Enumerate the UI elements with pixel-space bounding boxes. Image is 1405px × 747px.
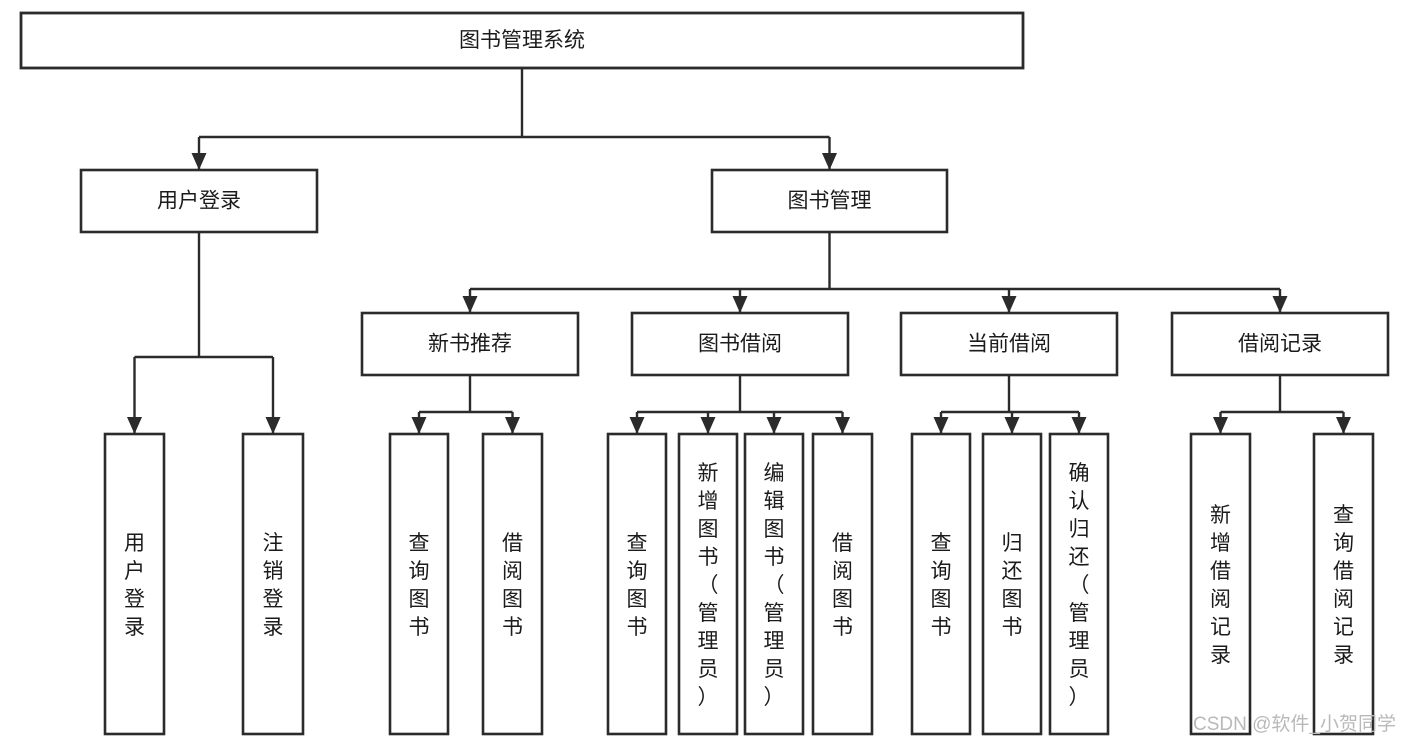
node-label: 用户登录 bbox=[124, 532, 145, 639]
node-leaf-user-logout[interactable]: 注销登录 bbox=[241, 432, 305, 736]
node-label: 新增借阅记录 bbox=[1210, 504, 1231, 667]
node-box[interactable] bbox=[79, 168, 319, 234]
edge-group-user-login bbox=[127, 232, 281, 434]
node-label: 图书借阅 bbox=[698, 333, 782, 356]
edge-group-book-manage bbox=[462, 232, 1288, 313]
edge-group-new-book-recommend bbox=[411, 375, 520, 434]
nodes-layer: 图书管理系统用户登录图书管理新书推荐图书借阅当前借阅借阅记录用户登录注销登录查询… bbox=[19, 11, 1390, 736]
node-label: 借阅图书 bbox=[502, 532, 523, 639]
node-leaf-user-login[interactable]: 用户登录 bbox=[103, 432, 166, 736]
arrow-head-icon bbox=[732, 296, 748, 313]
node-label: 图书管理 bbox=[788, 190, 872, 213]
arrow-head-icon bbox=[700, 417, 716, 434]
arrow-head-icon bbox=[1213, 417, 1228, 434]
node-leaf-borrow-book-1[interactable]: 借阅图书 bbox=[481, 432, 544, 736]
node-box[interactable] bbox=[811, 432, 874, 736]
node-label: 当前借阅 bbox=[967, 333, 1051, 356]
node-box[interactable] bbox=[1048, 432, 1110, 736]
node-box[interactable] bbox=[677, 432, 739, 736]
node-box[interactable] bbox=[241, 432, 305, 736]
node-box[interactable] bbox=[710, 168, 949, 234]
node-label: 注销登录 bbox=[263, 532, 284, 639]
arrow-head-icon bbox=[265, 417, 281, 434]
arrow-head-icon bbox=[933, 417, 949, 434]
node-current-borrow[interactable]: 当前借阅 bbox=[899, 311, 1119, 377]
node-user-login[interactable]: 用户登录 bbox=[79, 168, 319, 234]
arrow-head-icon bbox=[629, 417, 645, 434]
node-leaf-return-book[interactable]: 归还图书 bbox=[981, 432, 1043, 736]
node-box[interactable] bbox=[1312, 432, 1375, 736]
node-leaf-add-book[interactable]: 新增图书（管理员） bbox=[677, 432, 739, 736]
node-leaf-query-book-2[interactable]: 查询图书 bbox=[606, 432, 668, 736]
node-label: 新增图书（管理员） bbox=[698, 462, 719, 709]
node-leaf-query-book-3[interactable]: 查询图书 bbox=[910, 432, 972, 736]
arrow-head-icon bbox=[127, 417, 142, 434]
node-label: 借阅记录 bbox=[1238, 333, 1322, 356]
node-box[interactable] bbox=[899, 311, 1119, 377]
node-box[interactable] bbox=[103, 432, 166, 736]
arrow-head-icon bbox=[822, 153, 837, 170]
node-leaf-edit-book[interactable]: 编辑图书（管理员） bbox=[743, 432, 805, 736]
node-book-borrow[interactable]: 图书借阅 bbox=[630, 311, 850, 377]
node-label: 图书管理系统 bbox=[459, 29, 585, 52]
arrow-head-icon bbox=[191, 153, 207, 170]
node-label: 查询借阅记录 bbox=[1333, 504, 1354, 667]
arrow-head-icon bbox=[462, 296, 478, 313]
node-box[interactable] bbox=[1170, 311, 1390, 377]
node-label: 编辑图书（管理员） bbox=[764, 462, 785, 709]
node-box[interactable] bbox=[606, 432, 668, 736]
arrow-head-icon bbox=[835, 417, 850, 434]
connectors-layer bbox=[127, 68, 1351, 434]
node-box[interactable] bbox=[1189, 432, 1252, 736]
csdn-watermark: CSDN @软件_小贺同学 bbox=[1193, 713, 1396, 735]
node-box[interactable] bbox=[388, 432, 450, 736]
arrow-head-icon bbox=[1272, 296, 1288, 313]
edge-group-book-borrow bbox=[629, 375, 850, 434]
arrow-head-icon bbox=[1004, 417, 1020, 434]
node-leaf-confirm-return[interactable]: 确认归还（管理员） bbox=[1048, 432, 1110, 736]
node-box[interactable] bbox=[19, 11, 1025, 70]
node-borrow-record[interactable]: 借阅记录 bbox=[1170, 311, 1390, 377]
node-new-book-recommend[interactable]: 新书推荐 bbox=[360, 311, 580, 377]
node-box[interactable] bbox=[743, 432, 805, 736]
node-root[interactable]: 图书管理系统 bbox=[19, 11, 1025, 70]
node-leaf-add-borrow-record[interactable]: 新增借阅记录 bbox=[1189, 432, 1252, 736]
edge-group-borrow-record bbox=[1213, 375, 1351, 434]
node-label: 查询图书 bbox=[627, 532, 648, 639]
node-label: 用户登录 bbox=[157, 190, 241, 213]
arrow-head-icon bbox=[766, 417, 782, 434]
node-box[interactable] bbox=[910, 432, 972, 736]
node-box[interactable] bbox=[981, 432, 1043, 736]
node-label: 归还图书 bbox=[1002, 532, 1023, 639]
node-label: 查询图书 bbox=[409, 532, 430, 639]
node-box[interactable] bbox=[481, 432, 544, 736]
arrow-head-icon bbox=[1071, 417, 1087, 434]
node-label: 查询图书 bbox=[931, 532, 952, 639]
node-label: 借阅图书 bbox=[832, 532, 853, 639]
node-label: 新书推荐 bbox=[428, 333, 512, 356]
edge-group-current-borrow bbox=[933, 375, 1087, 434]
node-leaf-borrow-book-2[interactable]: 借阅图书 bbox=[811, 432, 874, 736]
node-box[interactable] bbox=[360, 311, 580, 377]
node-book-manage[interactable]: 图书管理 bbox=[710, 168, 949, 234]
node-label: 确认归还（管理员） bbox=[1069, 462, 1090, 709]
edge-group-root bbox=[191, 68, 837, 170]
arrow-head-icon bbox=[505, 417, 520, 434]
arrow-head-icon bbox=[411, 417, 427, 434]
node-box[interactable] bbox=[630, 311, 850, 377]
arrow-head-icon bbox=[1001, 296, 1017, 313]
node-leaf-query-borrow-record[interactable]: 查询借阅记录 bbox=[1312, 432, 1375, 736]
arrow-head-icon bbox=[1336, 417, 1351, 434]
node-leaf-query-book-1[interactable]: 查询图书 bbox=[388, 432, 450, 736]
